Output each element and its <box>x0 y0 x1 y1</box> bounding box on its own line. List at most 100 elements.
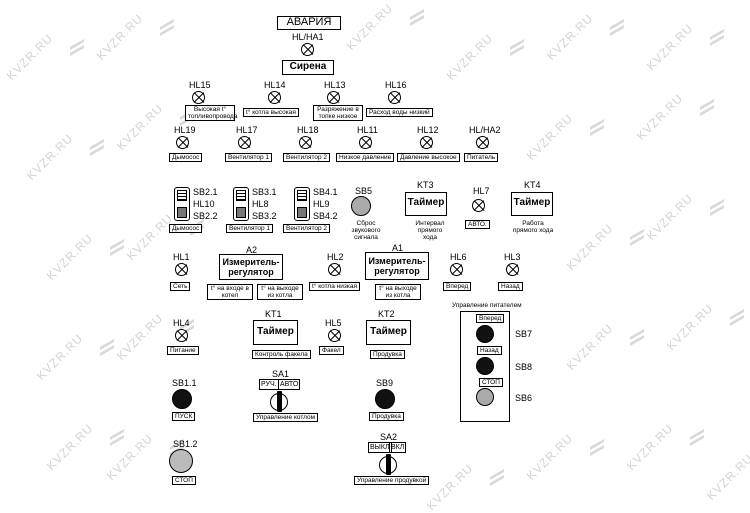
sb7-label: SB7 <box>515 329 533 339</box>
hl11-caption: Низкое давление <box>336 153 395 162</box>
hl7-lamp-icon <box>472 199 485 212</box>
watermark-logo-icon <box>690 430 704 444</box>
kt3-timer-box: Таймер <box>405 192 447 216</box>
sb21-label: SB2.1 <box>193 187 218 197</box>
a2-regulator-box: Измеритель- регулятор <box>219 254 283 280</box>
sb32-label: SB3.2 <box>252 211 277 221</box>
kt2-caption: Продувка <box>370 350 405 359</box>
hl-ha2-lamp-icon <box>476 136 489 149</box>
hl12-caption: Давление высокое <box>397 153 460 162</box>
watermark-logo-icon <box>160 20 174 34</box>
hl-ha1-label: HL/HA1 <box>292 32 324 42</box>
sb6-label: SB6 <box>515 393 533 403</box>
watermark-text: KVZR.RU <box>623 420 676 474</box>
hl18-caption: Вентилятор 2 <box>283 153 331 162</box>
sa1-manual-position: РУЧ. <box>259 379 279 390</box>
hl5-caption: Факел <box>319 346 344 355</box>
sb31-label: SB3.1 <box>252 187 277 197</box>
hl17-caption: Вентилятор 1 <box>225 153 273 162</box>
watermark-text: KVZR.RU <box>643 190 696 244</box>
sb12-caption: СТОП <box>172 476 196 485</box>
hl15-caption: Высокая t° топливопровода <box>185 105 237 121</box>
a2-caption-1: t° на входе в котел <box>207 284 253 300</box>
sb2-caption: Дымосос <box>169 224 203 233</box>
hl10-label: HL10 <box>193 199 215 209</box>
hl8-label: HL8 <box>252 199 269 209</box>
hl12-lamp-icon <box>420 136 433 149</box>
hl11-lamp-icon <box>359 136 372 149</box>
hl-ha2-caption: Питатель <box>464 153 499 162</box>
kt3-caption: Интервал прямого хода <box>408 220 452 241</box>
sb3-toggle-switch[interactable] <box>233 187 249 221</box>
hl1-lamp-icon <box>175 263 188 276</box>
kt1-timer-box: Таймер <box>253 320 298 345</box>
hl1-label: HL1 <box>173 252 190 262</box>
sa1-selector-switch[interactable] <box>270 391 288 412</box>
hl16-label: HL16 <box>385 80 407 90</box>
watermark-logo-icon <box>730 310 744 324</box>
sb2-toggle-switch[interactable] <box>174 187 190 221</box>
watermark-logo-icon <box>100 340 114 354</box>
sa2-on-position: ВКЛ <box>389 442 407 453</box>
sa2-selector-switch[interactable] <box>379 454 397 475</box>
hl16-caption: Расход воды низкий <box>366 108 433 117</box>
hl4-lamp-icon <box>175 329 188 342</box>
watermark-text: KVZR.RU <box>93 10 146 64</box>
hl15-label: HL15 <box>189 80 211 90</box>
sb42-label: SB4.2 <box>313 211 338 221</box>
sb8-caption: Назад <box>477 346 502 355</box>
hl16-lamp-icon <box>388 91 401 104</box>
hl18-label: HL18 <box>297 125 319 135</box>
watermark-text: KVZR.RU <box>33 330 86 384</box>
hl14-lamp-icon <box>268 91 281 104</box>
sb9-purge-button[interactable] <box>375 389 395 409</box>
kt4-label: KT4 <box>524 180 541 190</box>
hl2-lamp-icon <box>328 263 341 276</box>
sb5-reset-button[interactable] <box>351 196 371 216</box>
kt1-label: KT1 <box>265 309 282 319</box>
sb9-label: SB9 <box>376 378 394 388</box>
watermark-text: KVZR.RU <box>663 300 716 354</box>
hl-ha1-lamp-icon <box>301 43 314 56</box>
sb12-stop-button[interactable] <box>169 449 193 473</box>
hl13-label: HL13 <box>324 80 346 90</box>
sa1-caption: Управление котлом <box>253 413 319 422</box>
hl17-label: HL17 <box>236 125 258 135</box>
sb8-back-button[interactable] <box>476 357 494 375</box>
sb12-label: SB1.2 <box>173 439 198 449</box>
watermark-text: KVZR.RU <box>43 420 96 474</box>
hl14-label: HL14 <box>264 80 286 90</box>
watermark-text: KVZR.RU <box>113 100 166 154</box>
watermark-text: KVZR.RU <box>523 430 576 484</box>
hl12-label: HL12 <box>417 125 439 135</box>
watermark-text: KVZR.RU <box>23 130 76 184</box>
sb4-toggle-switch[interactable] <box>294 187 310 221</box>
a2-label: A2 <box>246 245 258 255</box>
a1-regulator-box: Измеритель- регулятор <box>365 252 429 280</box>
kt4-timer-box: Таймер <box>511 192 553 216</box>
sb7-caption: Вперед <box>476 314 505 323</box>
sa2-caption: Управление продувкой <box>354 476 430 485</box>
hl2-caption: t° котла низкая <box>309 282 360 291</box>
watermark-logo-icon <box>700 100 714 114</box>
sb5-caption: Сброс звукового сигнала <box>342 220 390 241</box>
sb11-label: SB1.1 <box>172 378 197 388</box>
hl5-lamp-icon <box>328 329 341 342</box>
watermark-text: KVZR.RU <box>703 450 750 504</box>
hl9-label: HL9 <box>313 199 330 209</box>
watermark-text: KVZR.RU <box>563 220 616 274</box>
watermark-text: KVZR.RU <box>423 460 476 513</box>
hl-ha2-label: HL/HA2 <box>469 125 501 135</box>
watermark-text: KVZR.RU <box>113 310 166 364</box>
sb6-stop-button[interactable] <box>476 388 494 406</box>
watermark-logo-icon <box>110 240 124 254</box>
watermark-text: KVZR.RU <box>343 0 396 54</box>
watermark-logo-icon <box>590 120 604 134</box>
hl7-label: HL7 <box>473 186 490 196</box>
sb6-caption: СТОП <box>479 378 503 387</box>
hl19-label: HL19 <box>174 125 196 135</box>
hl2-label: HL2 <box>327 252 344 262</box>
sb4-caption: Вентилятор 2 <box>283 224 331 233</box>
sb7-forward-button[interactable] <box>476 325 494 343</box>
sb11-start-button[interactable] <box>172 389 192 409</box>
